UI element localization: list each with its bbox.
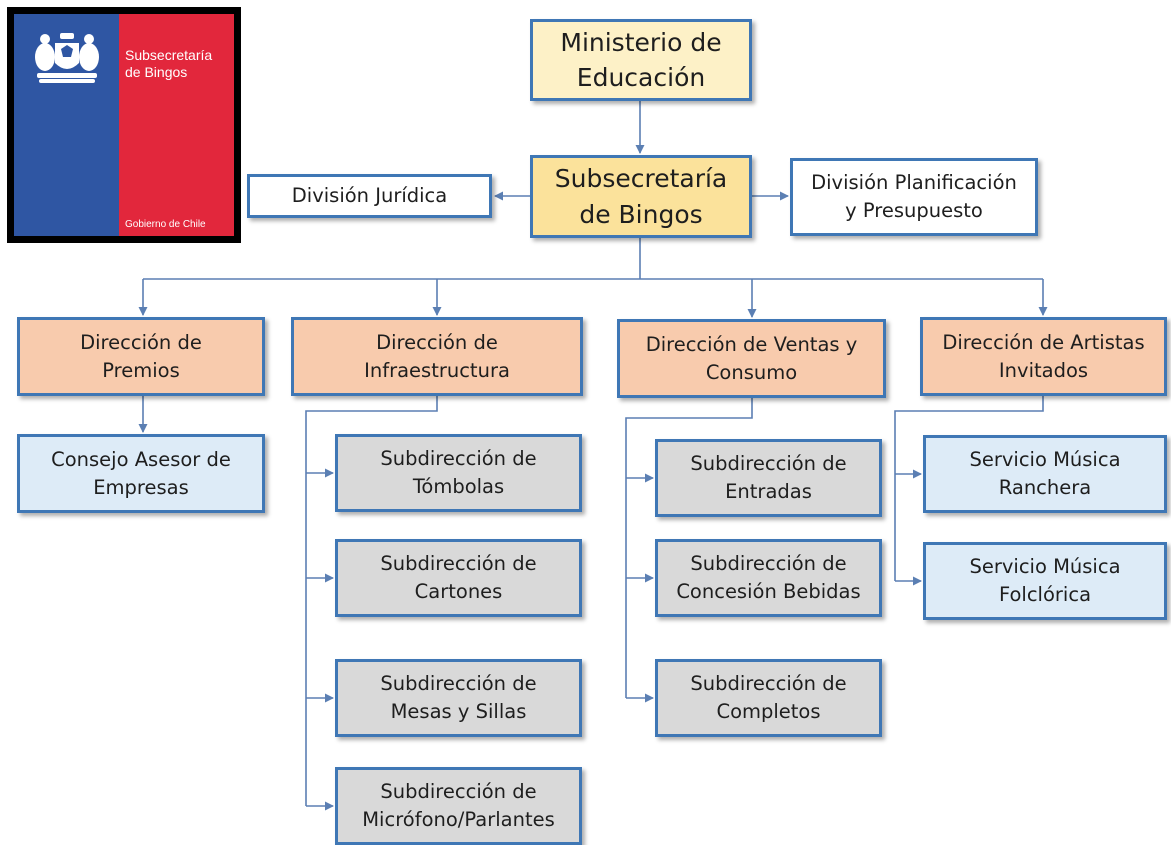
node-label-line2: Tómbolas: [412, 475, 505, 498]
node-label-line2: Mesas y Sillas: [390, 700, 527, 723]
logo-title-line1: Subsecretaría: [125, 47, 213, 63]
node-direccion-premios: Dirección de Premios: [17, 317, 265, 396]
node-label-line1: Dirección de: [80, 330, 202, 354]
node-servicio-musica-folclorica: Servicio Música Folclórica: [923, 542, 1167, 620]
node-label-line2: Invitados: [998, 358, 1089, 382]
node-subdireccion-concesion-bebidas: Subdirección de Concesión Bebidas: [655, 539, 882, 617]
node-ministerio-educacion: Ministerio de Educación: [530, 19, 752, 101]
node-division-juridica: División Jurídica: [247, 174, 492, 218]
node-label-line1: Subdirección de: [380, 780, 537, 804]
node-servicio-musica-ranchera: Servicio Música Ranchera: [923, 435, 1167, 513]
node-label-line1: Servicio Música: [969, 555, 1121, 579]
node-label-line2: Educación: [576, 63, 706, 92]
node-label-line1: Dirección de Artistas: [942, 330, 1145, 354]
node-label-line2: Entradas: [725, 480, 812, 503]
node-label-line1: Subsecretaría: [554, 164, 728, 193]
node-label-line2: Concesión Bebidas: [676, 580, 861, 603]
node-subsecretaria-bingos: Subsecretaría de Bingos: [530, 155, 752, 238]
node-label-line2: Ranchera: [998, 476, 1092, 499]
node-direccion-ventas-consumo: Dirección de Ventas y Consumo: [617, 319, 886, 398]
node-label-line2: y Presupuesto: [845, 199, 983, 222]
node-label-line1: Subdirección de: [690, 672, 847, 696]
logo-red-panel: [119, 14, 234, 236]
node-label-line2: de Bingos: [579, 199, 703, 229]
node-label-line2: Cartones: [414, 580, 503, 603]
node-division-planificacion: División Planificación y Presupuesto: [790, 158, 1038, 236]
node-consejo-asesor-empresas: Consejo Asesor de Empresas: [17, 434, 265, 513]
node-label-line1: Servicio Música: [969, 448, 1121, 472]
node-subdireccion-mesas-sillas: Subdirección de Mesas y Sillas: [335, 659, 582, 737]
logo-title-line2: de Bingos: [125, 63, 188, 80]
node-label-line2: Micrófono/Parlantes: [362, 808, 555, 831]
node-label-line1: División Planificación: [811, 171, 1017, 195]
node-label-line2: Infraestructura: [364, 358, 510, 382]
logo-footer: Gobierno de Chile: [125, 219, 206, 230]
node-label-line1: División Jurídica: [291, 184, 448, 208]
node-label-line1: Subdirección de: [380, 552, 537, 576]
node-subdireccion-completos: Subdirección de Completos: [655, 659, 882, 737]
node-label-line1: Dirección de: [376, 330, 498, 354]
node-label-line1: Dirección de Ventas y: [645, 332, 858, 356]
node-label-line1: Subdirección de: [380, 672, 537, 696]
node-direccion-infraestructura: Dirección de Infraestructura: [291, 317, 583, 396]
node-subdireccion-microfono-parlantes: Subdirección de Micrófono/Parlantes: [335, 767, 582, 845]
subsecretaria-logo: Subsecretaría de Bingos Gobierno de Chil…: [7, 7, 241, 243]
node-subdireccion-cartones: Subdirección de Cartones: [335, 539, 582, 617]
node-direccion-artistas: Dirección de Artistas Invitados: [920, 317, 1167, 396]
node-label-line2: Folclórica: [998, 583, 1092, 606]
node-subdireccion-entradas: Subdirección de Entradas: [655, 439, 882, 517]
node-label-line2: Completos: [716, 700, 821, 723]
node-subdireccion-tombolas: Subdirección de Tómbolas: [335, 434, 582, 512]
node-label-line2: Consumo: [705, 360, 798, 384]
node-label-line1: Subdirección de: [690, 452, 847, 476]
node-label-line1: Ministerio de: [560, 27, 722, 57]
node-label-line2: Premios: [102, 358, 180, 382]
node-label-line1: Consejo Asesor de: [51, 447, 231, 471]
node-label-line1: Subdirección de: [690, 552, 847, 576]
logo-title: Subsecretaría de Bingos: [125, 47, 212, 81]
coat-of-arms-icon: [35, 33, 99, 83]
node-label-line1: Subdirección de: [380, 447, 537, 471]
node-label-line2: Empresas: [93, 475, 189, 499]
